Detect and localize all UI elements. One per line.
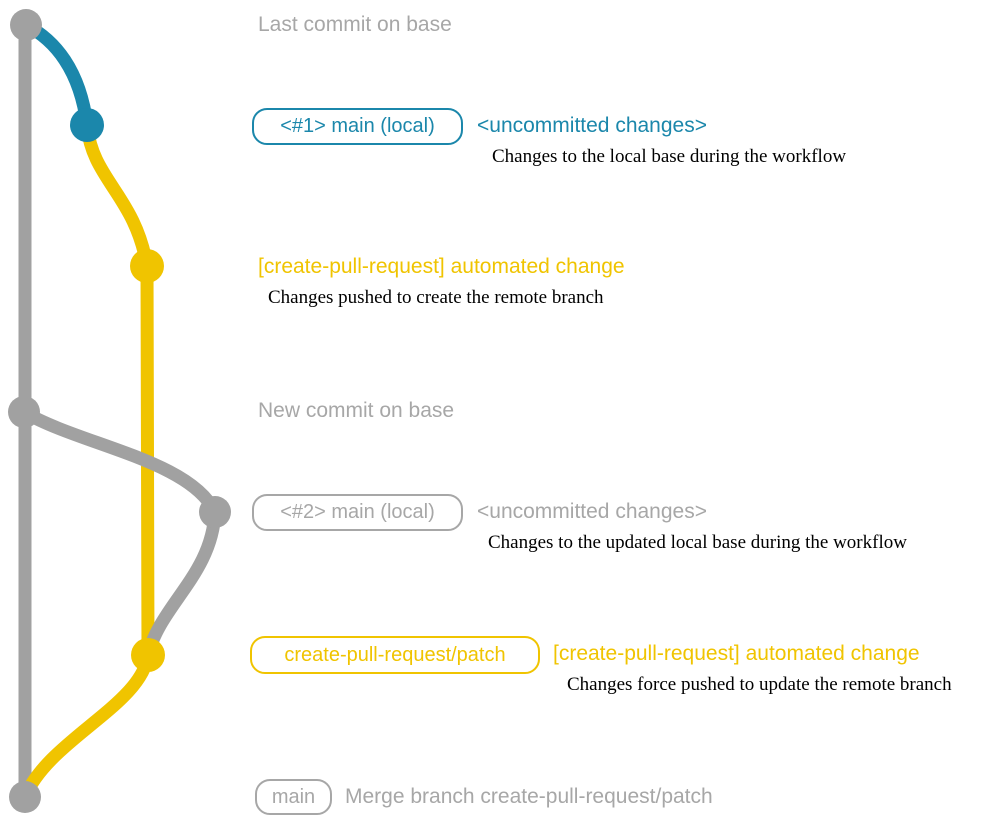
commit-note-automated-2: Changes force pushed to update the remot… — [567, 674, 952, 695]
label-last-commit-on-base: Last commit on base — [258, 13, 452, 36]
commit-note-uncommitted-1: Changes to the local base during the wor… — [492, 146, 847, 167]
commit-dot-new-commit-on-base — [8, 396, 40, 428]
branch-badge-label: <#2> main (local) — [280, 501, 435, 523]
commit-message-uncommitted-2: <uncommitted changes> — [477, 500, 707, 523]
branch-badge-main: main — [255, 779, 332, 815]
branch-badge-main-local-1: <#1> main (local) — [252, 108, 463, 145]
commit-dot-last-commit-on-base — [10, 9, 42, 41]
commit-message-uncommitted-1: <uncommitted changes> — [477, 114, 707, 137]
branch-badge-label: create-pull-request/patch — [284, 643, 506, 666]
commit-dot-automated-change-2 — [131, 638, 165, 672]
branch-curve-main-local-2 — [17, 405, 222, 519]
commit-note-automated-1: Changes pushed to create the remote bran… — [268, 287, 604, 308]
branch-badge-main-local-2: <#2> main (local) — [252, 494, 463, 531]
branch-badge-label: main — [271, 785, 316, 808]
git-graph — [8, 9, 231, 813]
branch-badge-label: <#1> main (local) — [280, 115, 435, 137]
label-new-commit-on-base: New commit on base — [258, 399, 455, 422]
commit-dot-automated-change-1 — [130, 249, 164, 283]
branch-curve-main-local-1 — [19, 18, 94, 132]
commit-message-automated-2: [create-pull-request] automated change — [553, 642, 920, 665]
branch-curve-rebase — [141, 505, 222, 662]
branch-badge-patch: create-pull-request/patch — [250, 636, 540, 674]
commit-dot-merge-commit — [9, 781, 41, 813]
commit-dot-uncommitted-changes-2 — [199, 496, 231, 528]
branch-curve-patch-merge — [18, 648, 155, 804]
branch-curve-patch-upper — [80, 118, 154, 273]
commit-message-automated-1: [create-pull-request] automated change — [258, 255, 625, 278]
commit-message-merge: Merge branch create-pull-request/patch — [345, 785, 713, 808]
commit-note-uncommitted-2: Changes to the updated local base during… — [488, 532, 907, 553]
commit-dot-uncommitted-changes-1 — [70, 108, 104, 142]
